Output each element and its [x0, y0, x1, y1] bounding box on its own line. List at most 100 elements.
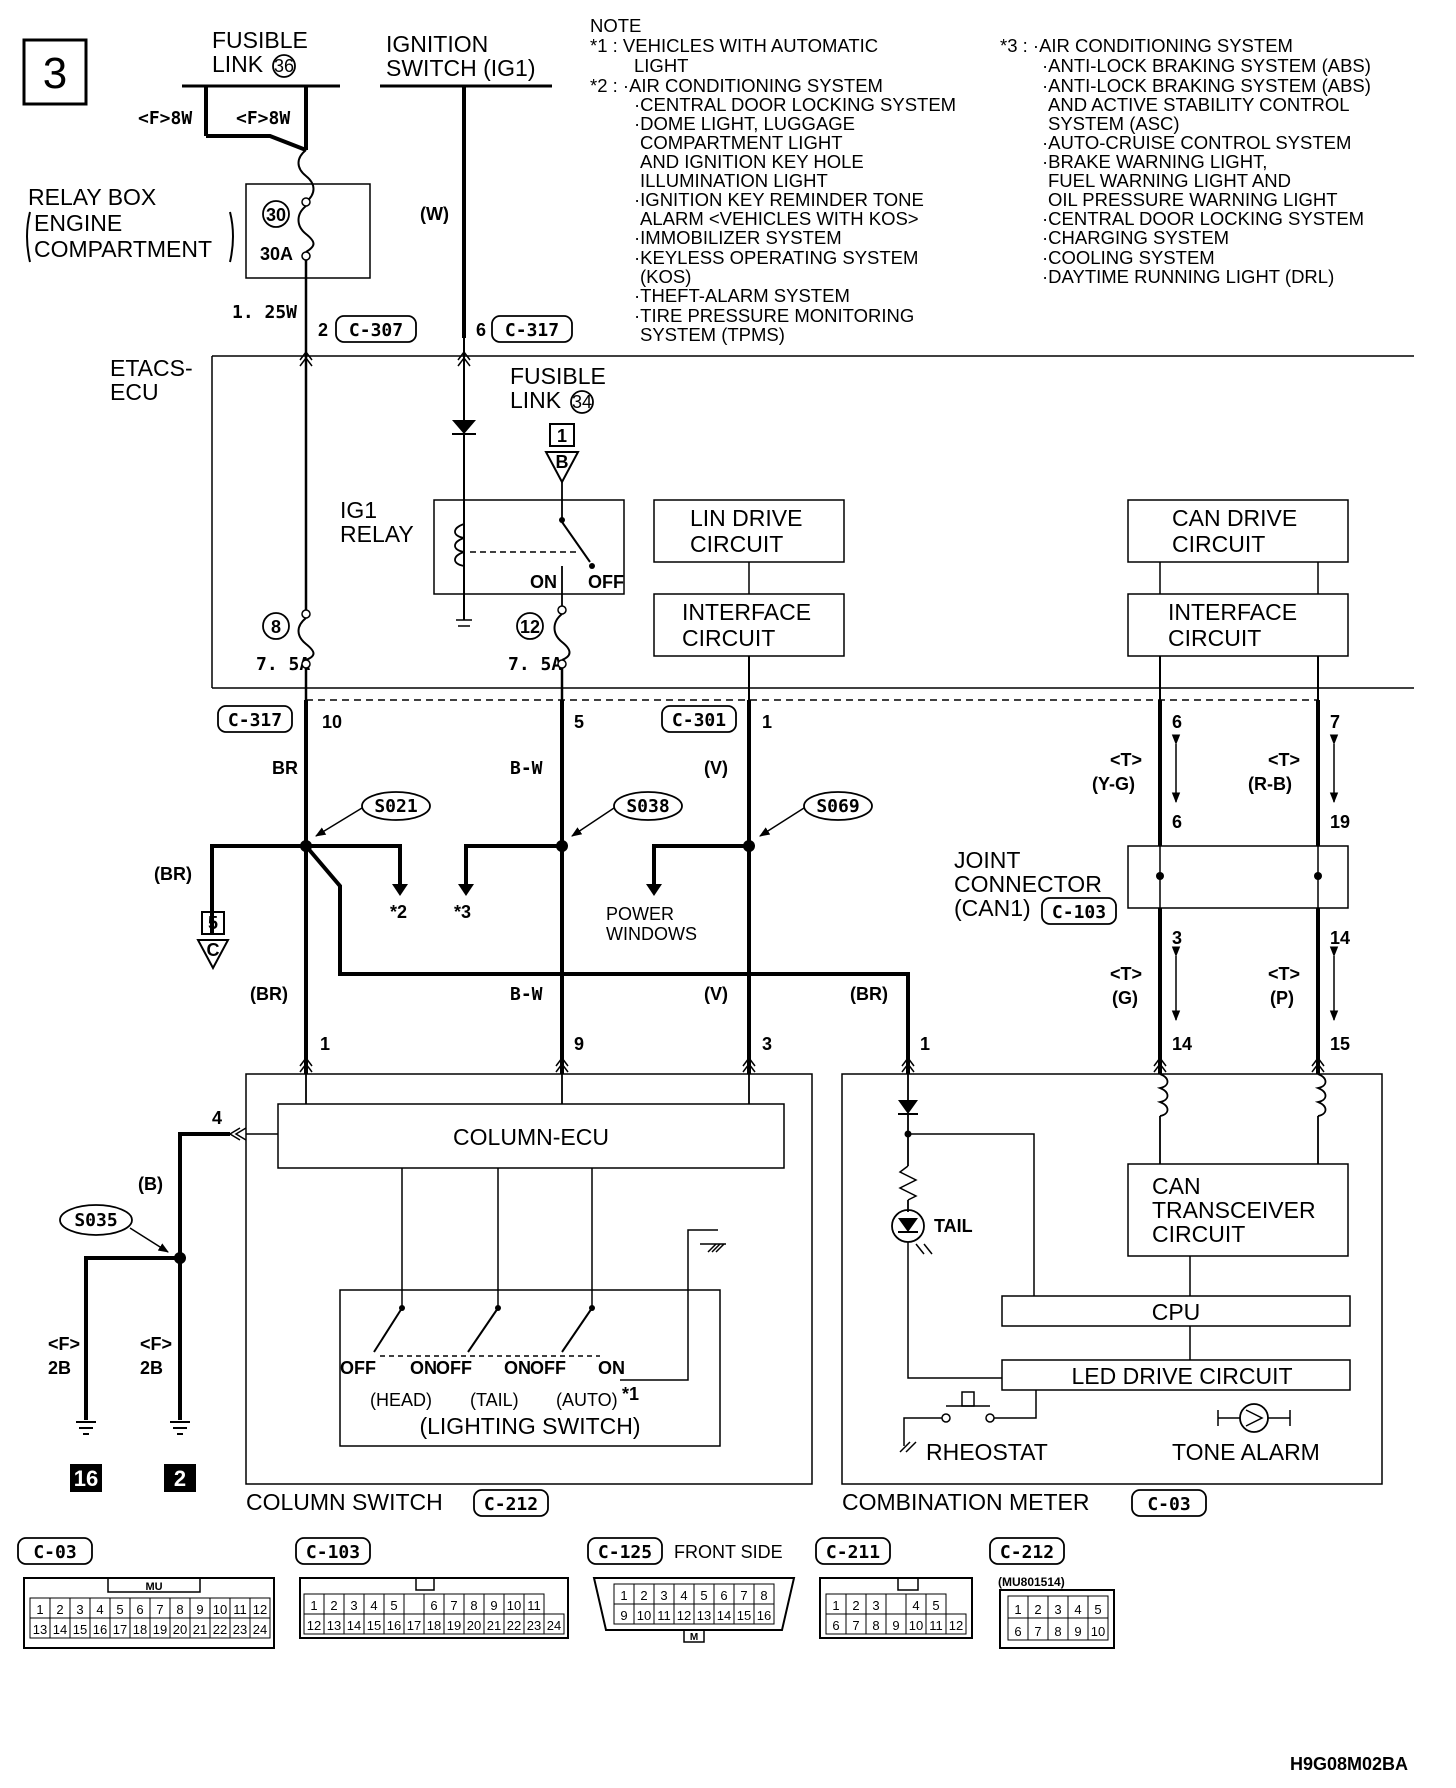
ig1-relay-box [433, 499, 625, 595]
column-switch [245, 1073, 813, 1485]
svg-text:INTERFACE: INTERFACE [682, 599, 811, 625]
connector-diagrams: C-03 C-103 C-125 FRONT SIDE C-211 C-212 … [17, 1537, 1115, 1649]
connector-pin-label: 7 [450, 1598, 457, 1613]
fuse-8-amp: 7. 5A [256, 654, 310, 675]
lsw-tail: (TAIL) [470, 1390, 519, 1410]
conn-c212-name: C-212 [1000, 1542, 1054, 1563]
ground-2: 2 [174, 1466, 186, 1491]
ignition-switch-label2: SWITCH (IG1) [386, 55, 536, 81]
connector-pin-label: 7 [852, 1618, 859, 1633]
svg-text:TRANSCEIVER: TRANSCEIVER [1152, 1197, 1316, 1223]
connector-pin-cell [753, 1603, 775, 1625]
lsw-star1: *1 [622, 1384, 639, 1404]
connector-pin-label: 3 [1054, 1602, 1061, 1617]
ground-w1: 2B [48, 1358, 71, 1378]
pin-10: 10 [322, 712, 342, 732]
conn-c317-top: C-317 [505, 320, 559, 341]
col-pin-9: 9 [574, 1034, 584, 1054]
lsw-on-3: ON [598, 1358, 625, 1378]
fusible-link-36-label2: LINK [212, 51, 264, 77]
connector-pin-label: 8 [470, 1598, 477, 1613]
joint-pin-19: 19 [1330, 812, 1350, 832]
svg-text:·DOME LIGHT, LUGGAGE: ·DOME LIGHT, LUGGAGE [634, 113, 855, 134]
connector-pin-label: 11 [527, 1598, 541, 1613]
connector-pin-label: 1 [36, 1602, 43, 1617]
svg-text:CAN DRIVE: CAN DRIVE [1172, 505, 1297, 531]
svg-text:*2 : ·AIR CONDITIONING SYSTEM: *2 : ·AIR CONDITIONING SYSTEM [590, 75, 883, 96]
wire-br: BR [272, 758, 298, 778]
joint-conn: C-103 [1052, 902, 1106, 923]
connector-pin-label: 5 [390, 1598, 397, 1613]
connector-pin-label: 6 [832, 1618, 839, 1633]
svg-text:SYSTEM (ASC): SYSTEM (ASC) [1048, 113, 1180, 134]
wire-bw-lower: B-W [510, 984, 543, 1005]
svg-text:CAN: CAN [1152, 1173, 1201, 1199]
conn-c03-name: C-03 [33, 1542, 76, 1563]
connector-pin-label: 7 [740, 1588, 747, 1603]
connector-pin-label: 22 [507, 1618, 521, 1633]
connector-pin-label: 23 [233, 1622, 247, 1637]
connector-pin-label: 19 [153, 1622, 167, 1637]
connector-pin-label: 13 [33, 1622, 47, 1637]
connector-pin-cell [543, 1613, 565, 1635]
connector-pin-label: 9 [196, 1602, 203, 1617]
fusible-link-34-conn: 1 [557, 426, 567, 446]
connector-pin-label: 20 [467, 1618, 481, 1633]
combination-meter-conn: C-03 [1147, 1494, 1190, 1515]
connector-pin-label: 10 [909, 1618, 923, 1633]
svg-text:ILLUMINATION LIGHT: ILLUMINATION LIGHT [640, 170, 828, 191]
connector-pin-label: 12 [949, 1618, 963, 1633]
connector-pin-label: 12 [307, 1618, 321, 1633]
connector-pin-label: 3 [660, 1588, 667, 1603]
joint-pin-6: 6 [1172, 812, 1182, 832]
column-ecu [277, 1103, 785, 1169]
connector-pin-label: 6 [720, 1588, 727, 1603]
tail-label: TAIL [934, 1216, 973, 1236]
connector-pin-label: 3 [872, 1598, 879, 1613]
ig1-relay-label2: RELAY [340, 521, 414, 547]
conn-c317: C-317 [228, 710, 282, 731]
connector-pin-label: 5 [1094, 1602, 1101, 1617]
wire-t-2: <T> [1268, 750, 1300, 770]
svg-text:COMPARTMENT LIGHT: COMPARTMENT LIGHT [640, 132, 843, 153]
power-windows-2: WINDOWS [606, 924, 697, 944]
connector-pin-cell [885, 1593, 907, 1615]
svg-text:ALARM <VEHICLES WITH KOS>: ALARM <VEHICLES WITH KOS> [640, 208, 919, 229]
svg-text:·DAYTIME RUNNING LIGHT (DRL): ·DAYTIME RUNNING LIGHT (DRL) [1042, 266, 1334, 287]
ig1-on: ON [530, 572, 557, 592]
fuse-30a: 30A [260, 244, 293, 264]
connector-pin-label: 11 [929, 1618, 943, 1633]
fuse-30-num: 30 [266, 205, 286, 225]
col-pin-4: 4 [212, 1108, 222, 1128]
svg-text:CIRCUIT: CIRCUIT [1168, 625, 1261, 651]
svg-text:·CENTRAL DOOR LOCKING SYSTEM: ·CENTRAL DOOR LOCKING SYSTEM [1042, 208, 1364, 229]
fusible-link-34-num: 34 [572, 392, 592, 412]
wire-rb: (R-B) [1248, 774, 1292, 794]
fusible-link-34-label: FUSIBLE [510, 363, 606, 389]
conn-c103-name: C-103 [306, 1542, 360, 1563]
meter-pin-1: 1 [920, 1034, 930, 1054]
svg-text:CIRCUIT: CIRCUIT [1172, 531, 1265, 557]
wire-t-3: <T> [1110, 964, 1142, 984]
connector-pin-label: 1 [832, 1598, 839, 1613]
combination-meter [841, 1073, 1383, 1485]
connector-pin-label: 10 [507, 1598, 521, 1613]
svg-text:LIN DRIVE: LIN DRIVE [690, 505, 802, 531]
connector-pin-label: 24 [547, 1618, 561, 1633]
svg-text:·CHARGING SYSTEM: ·CHARGING SYSTEM [1042, 227, 1229, 248]
joint-label2: CONNECTOR [954, 871, 1102, 897]
conn-c125-tag: M [690, 1632, 698, 1643]
connector-pin-label: 8 [176, 1602, 183, 1617]
pin-7-can: 7 [1330, 712, 1340, 732]
connector-pin-label: 6 [1014, 1624, 1021, 1639]
lsw-on-1: ON [410, 1358, 437, 1378]
connector-pin-label: 5 [700, 1588, 707, 1603]
connector-pin-label: 9 [1074, 1624, 1081, 1639]
connector-pin-label: 16 [93, 1622, 107, 1637]
joint-pin-14: 14 [1330, 928, 1350, 948]
connector-pin-label: 2 [330, 1598, 337, 1613]
svg-text:SYSTEM (TPMS): SYSTEM (TPMS) [640, 324, 785, 345]
connector-pin-label: 17 [407, 1618, 421, 1633]
lsw-off-2: OFF [436, 1358, 472, 1378]
